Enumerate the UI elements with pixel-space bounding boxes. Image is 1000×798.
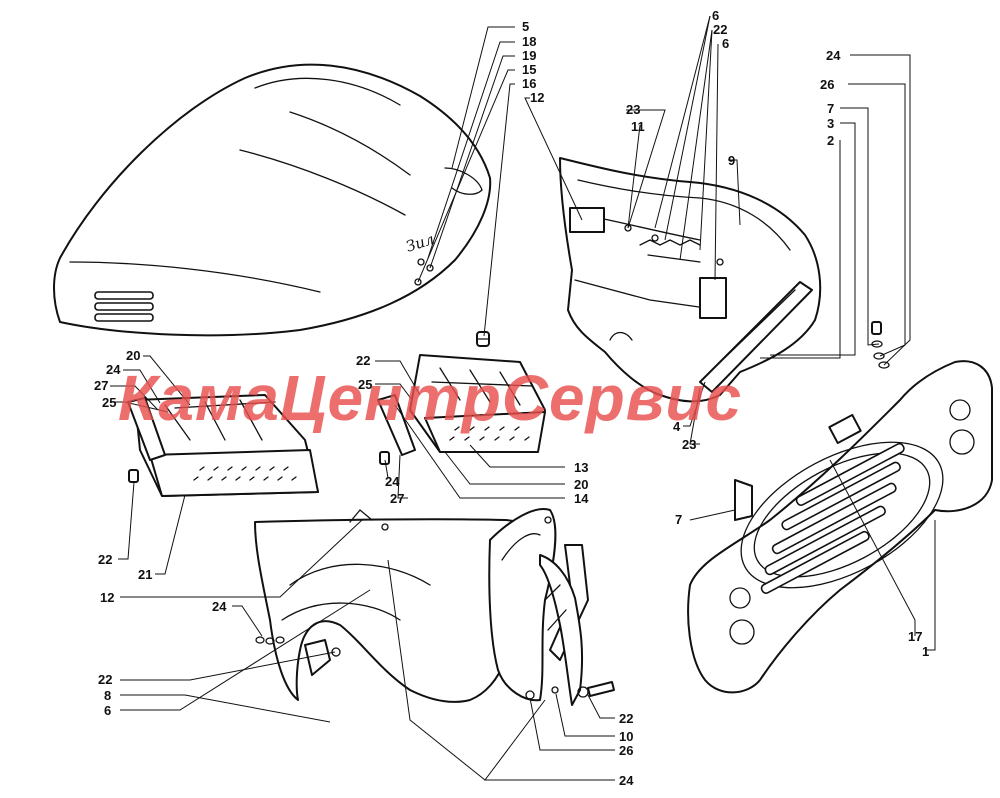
callout-9: 9 [728,153,735,168]
callout-3: 3 [827,116,834,131]
callout-26a: 26 [820,77,834,92]
callout-13: 13 [574,460,588,475]
callout-12a: 12 [530,90,544,105]
watermark-text: КамаЦентрСервис [118,362,742,434]
callout-24b: 24 [106,362,121,377]
callout-19: 19 [522,48,536,63]
watermark-part1: Кама [118,362,280,434]
callout-24c: 24 [385,474,400,489]
callout-24e: 24 [619,773,634,788]
callout-4: 4 [673,419,681,434]
callout-22a: 22 [713,22,727,37]
callout-26b: 26 [619,743,633,758]
hood-stop [476,331,490,347]
left-fender-fasteners [255,636,285,645]
callout-6c: 6 [104,703,111,718]
callout-27b: 27 [390,491,404,506]
right-fender [488,508,615,706]
front-grille-panel [687,360,993,694]
hood: Зил [53,63,492,337]
callout-14: 14 [574,491,589,506]
callout-6a: 6 [712,8,719,23]
callout-10: 10 [619,729,633,744]
callout-27a: 27 [94,378,108,393]
callout-22e: 22 [619,711,633,726]
left-step [127,394,319,497]
callout-15: 15 [522,62,536,77]
callout-17: 17 [908,629,922,644]
callout-5: 5 [522,19,529,34]
callout-25a: 25 [102,395,116,410]
radiator-housing [559,157,822,403]
callout-20a: 20 [126,348,140,363]
grille-fasteners [871,321,890,369]
callout-25b: 25 [358,377,372,392]
callout-22b: 22 [356,353,370,368]
watermark: КамаЦентрСервис [118,362,742,434]
callout-21: 21 [138,567,152,582]
callout-20b: 20 [574,477,588,492]
right-step [377,354,546,465]
callout-18: 18 [522,34,536,49]
callout-12b: 12 [100,590,114,605]
callout-2: 2 [827,133,834,148]
callout-24a: 24 [826,48,841,63]
callout-labels: 5 18 19 15 16 12 6 22 6 24 26 7 3 2 23 1… [94,8,929,788]
callout-7b: 7 [675,512,682,527]
callout-7a: 7 [827,101,834,116]
callout-23a: 23 [626,102,640,117]
callout-22c: 22 [98,552,112,567]
callout-23b: 23 [682,437,696,452]
callout-24d: 24 [212,599,227,614]
callout-11: 11 [631,119,645,134]
callout-8: 8 [104,688,111,703]
watermark-part2: Центр [280,362,502,434]
callout-1: 1 [922,644,929,659]
watermark-part3: Сервис [502,362,742,434]
callout-22d: 22 [98,672,112,687]
callout-16: 16 [522,76,536,91]
leader-lines [110,15,936,781]
callout-6b: 6 [722,36,729,51]
